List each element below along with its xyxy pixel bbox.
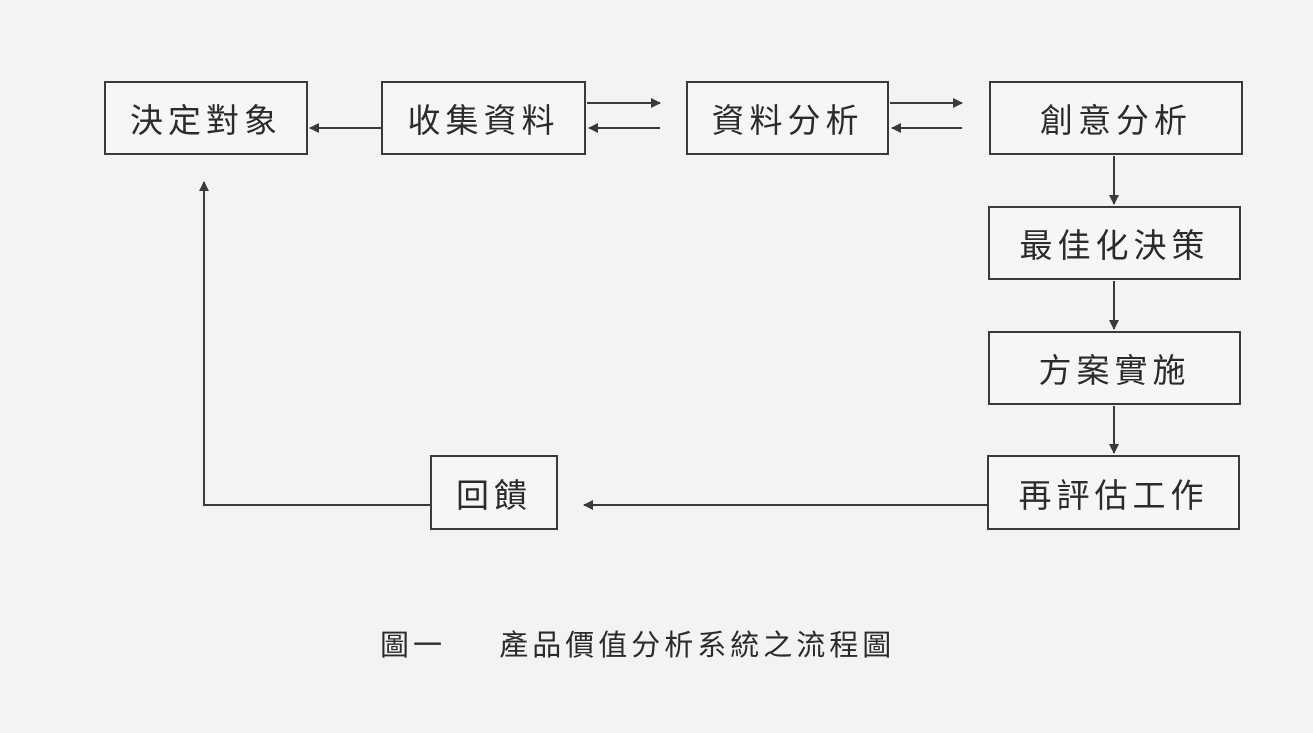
- figure-title: 產品價值分析系統之流程圖: [499, 628, 896, 662]
- node-plan-implementation: 方案實施: [988, 331, 1241, 405]
- node-decide-target: 決定對象: [104, 81, 308, 155]
- figure-caption: 圖一 產品價值分析系統之流程圖: [380, 622, 1000, 664]
- node-creative-analysis: 創意分析: [989, 81, 1243, 155]
- node-collect-data: 收集資料: [381, 81, 586, 155]
- node-reevaluate-work: 再評估工作: [987, 455, 1240, 530]
- figure-number: 圖一: [380, 628, 447, 662]
- arrow-feedback-to-decide: [199, 181, 430, 506]
- node-data-analysis: 資料分析: [686, 81, 889, 155]
- node-feedback: 回饋: [430, 455, 558, 530]
- node-optimize-decision: 最佳化決策: [988, 206, 1241, 280]
